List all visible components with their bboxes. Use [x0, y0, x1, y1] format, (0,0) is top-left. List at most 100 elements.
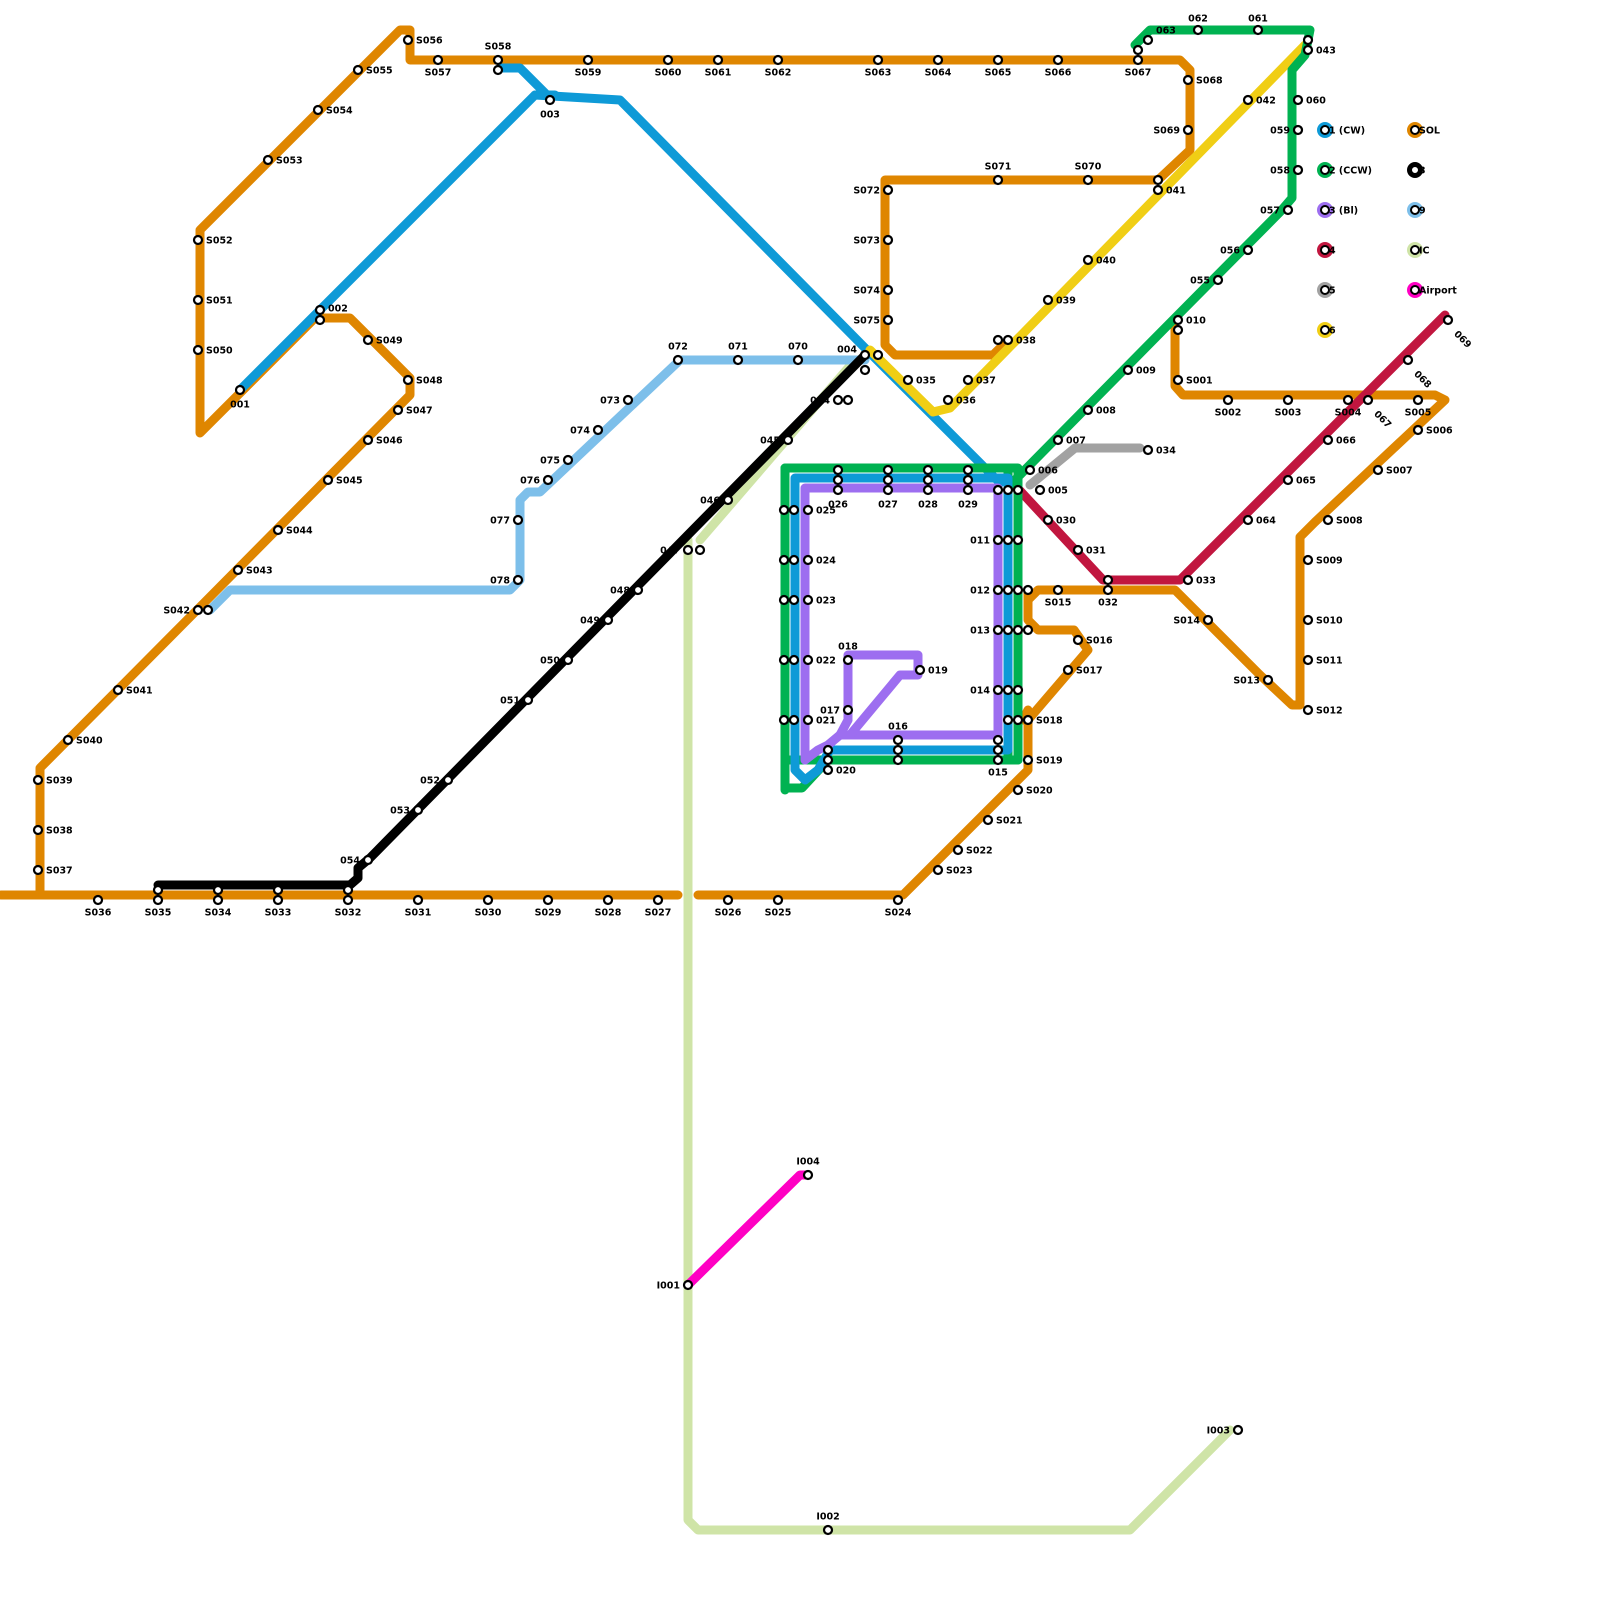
- station-s034[interactable]: [214, 896, 222, 904]
- station-s064[interactable]: [934, 56, 942, 64]
- station-033[interactable]: [1184, 576, 1192, 584]
- station-s018[interactable]: [1024, 716, 1032, 724]
- station-platform-dot[interactable]: [780, 556, 788, 564]
- station-s009[interactable]: [1304, 556, 1312, 564]
- station-006[interactable]: [1026, 466, 1034, 474]
- station-012[interactable]: [994, 586, 1002, 594]
- station-068[interactable]: [1404, 356, 1412, 364]
- station-050[interactable]: [564, 656, 572, 664]
- station-s002[interactable]: [1224, 396, 1232, 404]
- station-051[interactable]: [524, 696, 532, 704]
- station-s056[interactable]: [404, 36, 412, 44]
- station-s062[interactable]: [774, 56, 782, 64]
- station-070[interactable]: [794, 356, 802, 364]
- station-023[interactable]: [804, 596, 812, 604]
- station-s050[interactable]: [194, 346, 202, 354]
- station-platform-dot[interactable]: [274, 886, 282, 894]
- station-platform-dot[interactable]: [861, 366, 869, 374]
- station-platform-dot[interactable]: [316, 316, 324, 324]
- station-036[interactable]: [944, 396, 952, 404]
- station-001[interactable]: [236, 386, 244, 394]
- station-s025[interactable]: [774, 896, 782, 904]
- station-platform-dot[interactable]: [780, 596, 788, 604]
- station-064[interactable]: [1244, 516, 1252, 524]
- station-049[interactable]: [604, 616, 612, 624]
- station-s007[interactable]: [1374, 466, 1382, 474]
- station-048[interactable]: [634, 586, 642, 594]
- station-045[interactable]: [784, 436, 792, 444]
- station-i004[interactable]: [804, 1171, 812, 1179]
- station-s052[interactable]: [194, 236, 202, 244]
- station-060[interactable]: [1294, 96, 1302, 104]
- station-platform-dot[interactable]: [1014, 586, 1022, 594]
- station-037[interactable]: [964, 376, 972, 384]
- station-platform-dot[interactable]: [1104, 576, 1112, 584]
- station-039[interactable]: [1044, 296, 1052, 304]
- station-platform-dot[interactable]: [844, 396, 852, 404]
- station-071[interactable]: [734, 356, 742, 364]
- station-s072[interactable]: [884, 186, 892, 194]
- station-069[interactable]: [1444, 316, 1452, 324]
- station-004[interactable]: [861, 351, 869, 359]
- station-s073[interactable]: [884, 236, 892, 244]
- station-s037[interactable]: [34, 866, 42, 874]
- station-platform-dot[interactable]: [824, 746, 832, 754]
- station-platform-dot[interactable]: [964, 476, 972, 484]
- station-046[interactable]: [724, 496, 732, 504]
- station-052[interactable]: [444, 776, 452, 784]
- station-s008[interactable]: [1324, 516, 1332, 524]
- station-016[interactable]: [894, 736, 902, 744]
- station-002[interactable]: [316, 306, 324, 314]
- station-s061[interactable]: [714, 56, 722, 64]
- station-platform-dot[interactable]: [1154, 176, 1162, 184]
- station-047[interactable]: [684, 546, 692, 554]
- station-s032[interactable]: [344, 896, 352, 904]
- station-s027[interactable]: [654, 896, 662, 904]
- station-s041[interactable]: [114, 686, 122, 694]
- station-s006[interactable]: [1414, 426, 1422, 434]
- station-s012[interactable]: [1304, 706, 1312, 714]
- station-031[interactable]: [1074, 546, 1082, 554]
- station-platform-dot[interactable]: [1014, 536, 1022, 544]
- station-platform-dot[interactable]: [1004, 686, 1012, 694]
- station-s029[interactable]: [544, 896, 552, 904]
- station-058[interactable]: [1294, 166, 1302, 174]
- station-007[interactable]: [1054, 436, 1062, 444]
- station-059[interactable]: [1294, 126, 1302, 134]
- station-014[interactable]: [994, 686, 1002, 694]
- station-s067[interactable]: [1134, 56, 1142, 64]
- station-s017[interactable]: [1064, 666, 1072, 674]
- station-platform-dot[interactable]: [1304, 36, 1312, 44]
- station-platform-dot[interactable]: [884, 466, 892, 474]
- station-s047[interactable]: [394, 406, 402, 414]
- station-s060[interactable]: [664, 56, 672, 64]
- station-055[interactable]: [1214, 276, 1222, 284]
- station-s063[interactable]: [874, 56, 882, 64]
- station-s046[interactable]: [364, 436, 372, 444]
- station-073[interactable]: [624, 396, 632, 404]
- station-034[interactable]: [1144, 446, 1152, 454]
- station-platform-dot[interactable]: [1014, 686, 1022, 694]
- station-003[interactable]: [546, 96, 554, 104]
- station-s045[interactable]: [324, 476, 332, 484]
- station-s066[interactable]: [1054, 56, 1062, 64]
- station-platform-dot[interactable]: [874, 351, 882, 359]
- station-platform-dot[interactable]: [1014, 486, 1022, 494]
- station-024[interactable]: [804, 556, 812, 564]
- station-009[interactable]: [1124, 366, 1132, 374]
- station-032[interactable]: [1104, 586, 1112, 594]
- station-053[interactable]: [414, 806, 422, 814]
- station-s049[interactable]: [364, 336, 372, 344]
- station-s019[interactable]: [1024, 756, 1032, 764]
- station-057[interactable]: [1284, 206, 1292, 214]
- station-061[interactable]: [1254, 26, 1262, 34]
- station-platform-dot[interactable]: [1004, 716, 1012, 724]
- station-s004[interactable]: [1344, 396, 1352, 404]
- station-s010[interactable]: [1304, 616, 1312, 624]
- station-platform-dot[interactable]: [154, 886, 162, 894]
- station-076[interactable]: [544, 476, 552, 484]
- station-platform-dot[interactable]: [214, 886, 222, 894]
- station-056[interactable]: [1244, 246, 1252, 254]
- station-065[interactable]: [1284, 476, 1292, 484]
- station-020[interactable]: [824, 766, 832, 774]
